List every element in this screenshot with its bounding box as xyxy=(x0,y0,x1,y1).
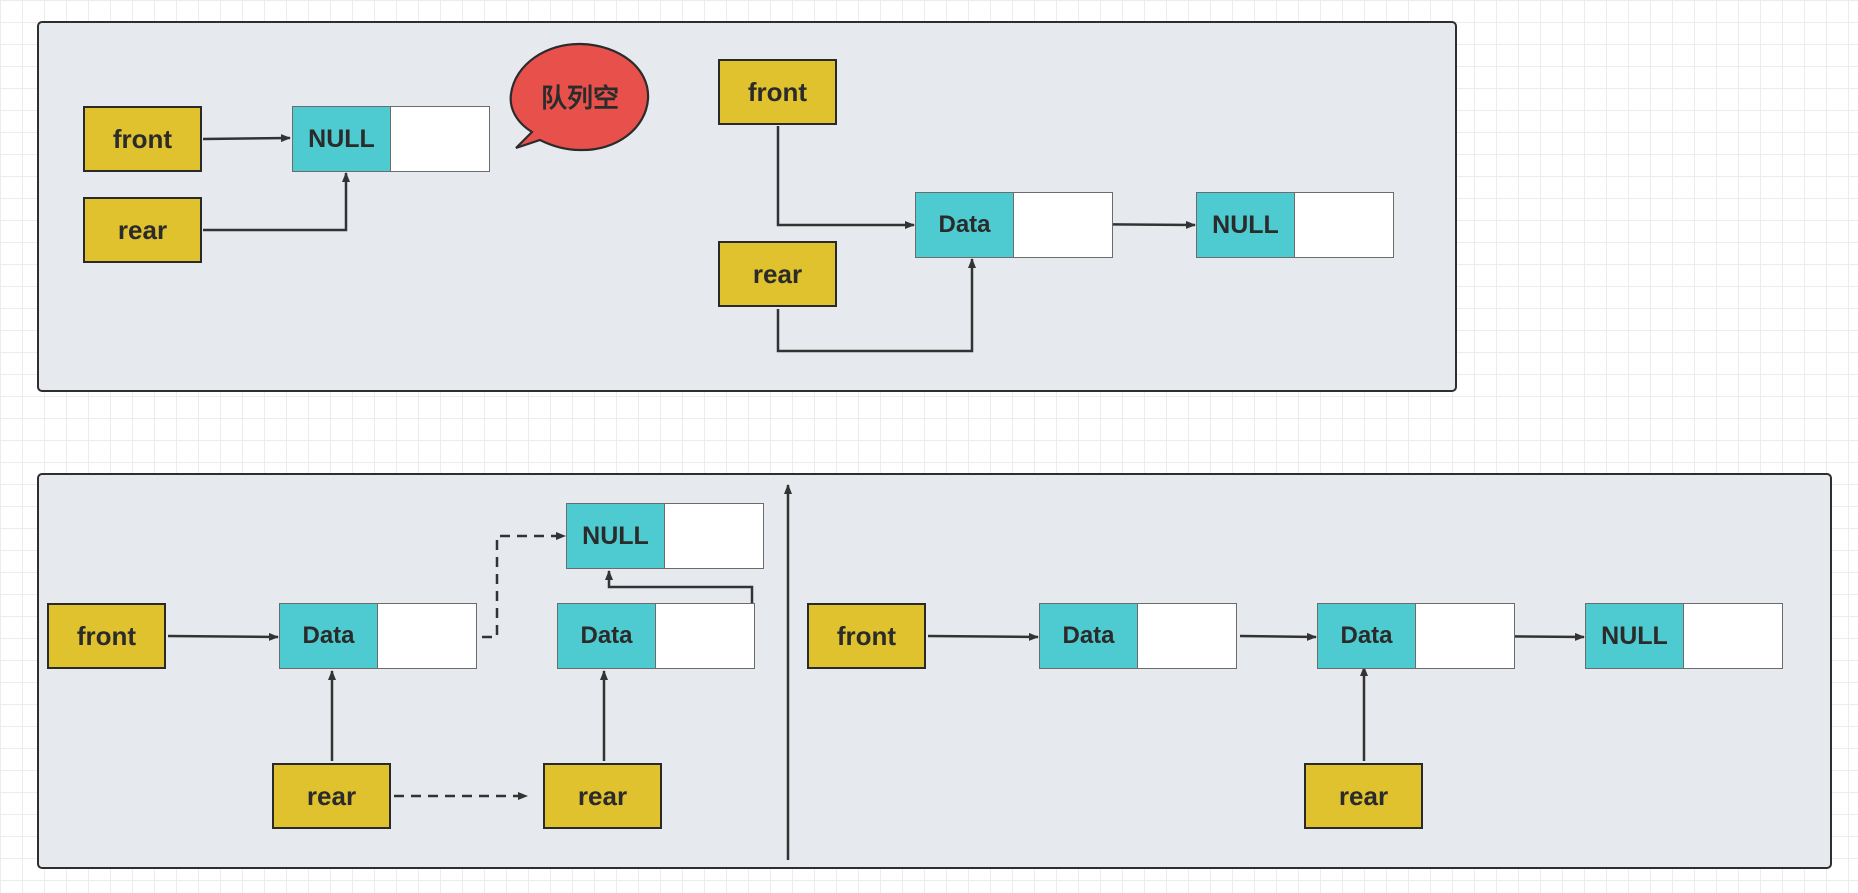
speech-bubble xyxy=(509,42,650,152)
null-node: NULL xyxy=(292,106,490,172)
arrow-data-to-data xyxy=(1239,632,1317,641)
arrow-front-to-data xyxy=(167,632,279,641)
node-next-field xyxy=(391,106,490,172)
arrow-rear-to-data xyxy=(776,258,976,353)
null-node: NULL xyxy=(1196,192,1394,258)
node-next-field xyxy=(1295,192,1394,258)
data-node: Data xyxy=(557,603,755,669)
node-value: Data xyxy=(1317,603,1416,669)
node-value: Data xyxy=(1039,603,1138,669)
front-pointer: front xyxy=(47,603,166,669)
node-value: NULL xyxy=(1585,603,1684,669)
node-value: NULL xyxy=(1196,192,1295,258)
front-pointer: front xyxy=(718,59,837,125)
data-node: Data xyxy=(1317,603,1515,669)
null-node: NULL xyxy=(1585,603,1783,669)
rear-pointer: rear xyxy=(543,763,662,829)
node-next-field xyxy=(1684,603,1783,669)
arrow-front-to-data xyxy=(776,126,915,229)
rear-pointer: rear xyxy=(272,763,391,829)
node-next-field xyxy=(378,603,477,669)
queue-empty-label: 队列空 xyxy=(540,82,619,113)
arrow-front-to-data xyxy=(927,632,1039,641)
null-node: NULL xyxy=(566,503,764,569)
front-pointer: front xyxy=(807,603,926,669)
node-next-field xyxy=(1416,603,1515,669)
arrow-front-to-null xyxy=(202,134,291,143)
node-value: NULL xyxy=(566,503,665,569)
rear-pointer: rear xyxy=(1304,763,1423,829)
node-next-field xyxy=(656,603,755,669)
node-next-field xyxy=(1138,603,1237,669)
data-node: Data xyxy=(1039,603,1237,669)
rear-pointer: rear xyxy=(718,241,837,307)
node-next-field xyxy=(665,503,764,569)
data-node: Data xyxy=(915,192,1113,258)
node-value: NULL xyxy=(292,106,391,172)
data-node: Data xyxy=(279,603,477,669)
node-value: Data xyxy=(915,192,1014,258)
arrow-rear-to-null xyxy=(203,172,350,232)
node-value: Data xyxy=(279,603,378,669)
node-next-field xyxy=(1014,192,1113,258)
rear-pointer: rear xyxy=(83,197,202,263)
node-value: Data xyxy=(557,603,656,669)
front-pointer: front xyxy=(83,106,202,172)
